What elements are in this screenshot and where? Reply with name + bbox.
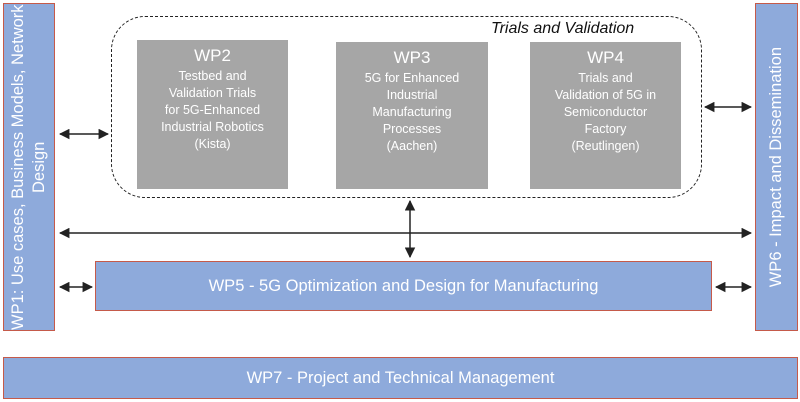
wp2-line: Industrial Robotics (161, 120, 264, 134)
wp4-line: Semiconductor (563, 105, 648, 119)
wp7-box: WP7 - Project and Technical Management (3, 357, 798, 399)
wp4-title: WP4 (587, 48, 624, 67)
wp3-line: Manufacturing (372, 105, 452, 119)
wp5-box: WP5 - 5G Optimization and Design for Man… (95, 261, 712, 311)
wp2-line: for 5G-Enhanced (164, 103, 261, 117)
wp3-title: WP3 (393, 48, 431, 67)
wp3-line: Industrial (386, 88, 438, 102)
wp4-line: Trials and (578, 71, 633, 85)
wp3-box: WP3 5G for Enhanced Industrial Manufactu… (336, 42, 488, 189)
wp3-line: 5G for Enhanced (364, 71, 460, 85)
wp4-line: (Reutlingen) (571, 139, 640, 153)
wp3-line: (Aachen) (386, 139, 438, 153)
wp2-box: WP2 Testbed and Validation Trials for 5G… (137, 40, 288, 189)
wp2-line: Testbed and (178, 69, 247, 83)
trials-validation-frame (111, 16, 702, 198)
wp5-label: WP5 - 5G Optimization and Design for Man… (208, 276, 599, 295)
wp1-box: WP1: Use cases, Business Models, Network… (3, 3, 55, 331)
wp3-line: Processes (382, 122, 442, 136)
wp4-box: WP4 Trials and Validation of 5G in Semic… (530, 42, 681, 189)
wp2-title: WP2 (194, 46, 231, 65)
trials-validation-label: Trials and Validation (491, 20, 635, 37)
wp4-line: Factory (584, 122, 627, 136)
wp4-line: Validation of 5G in (554, 88, 657, 102)
wp7-label: WP7 - Project and Technical Management (246, 368, 555, 387)
wp2-line: (Kista) (194, 137, 231, 151)
wp2-line: Validation Trials (168, 86, 257, 100)
wp6-box: WP6 - Impact and Dissemination (755, 3, 798, 331)
